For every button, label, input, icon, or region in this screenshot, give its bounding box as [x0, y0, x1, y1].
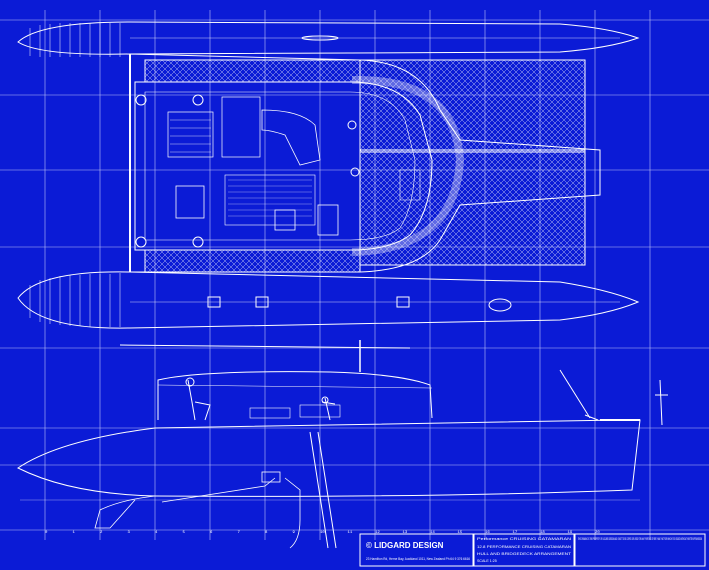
station-label: 20 — [595, 531, 600, 535]
forward-trampoline — [359, 149, 586, 266]
station-label: 12 — [375, 531, 380, 535]
aft-trampoline — [144, 59, 361, 83]
station-label: 8 — [265, 531, 268, 535]
station-label: 14 — [430, 531, 435, 535]
station-label: 13 — [403, 531, 408, 535]
saloon-cabin — [134, 81, 433, 251]
station-label: 15 — [458, 531, 463, 535]
drawing-title: Performance CRUISING CATAMARAN — [477, 536, 571, 541]
elevation-hull — [17, 419, 641, 497]
station-label: 18 — [540, 531, 545, 535]
station-label: 19 — [568, 531, 573, 535]
station-label: 5 — [183, 531, 186, 535]
station-label: 4 — [155, 531, 158, 535]
plan-bottom-hull — [17, 271, 640, 329]
station-label: 7 — [238, 531, 241, 535]
designer-name: © LIDGARD DESIGN — [366, 541, 444, 550]
copyright-notes: THIS DRAWING IS THE PROPERTY OF LIDGARD … — [578, 537, 702, 541]
station-label: 11 — [348, 531, 353, 535]
plan-top-hull — [17, 21, 640, 55]
station-label: 1 — [73, 531, 76, 535]
station-label: 3 — [128, 531, 131, 535]
title-block: © LIDGARD DESIGN 23 Hamilton Rd, Herne B… — [359, 533, 706, 567]
spec-line-3: SCALE 1:25 — [477, 559, 497, 563]
station-label: 16 — [485, 531, 490, 535]
elevation-cabin — [157, 371, 433, 420]
station-label: 10 — [320, 531, 325, 535]
designer-address: 23 Hamilton Rd, Herne Bay, Auckland 1011… — [366, 557, 470, 561]
station-label: 2 — [100, 531, 103, 535]
station-label: 9 — [293, 531, 296, 535]
plan-view — [17, 21, 640, 329]
station-label: 17 — [513, 531, 518, 535]
station-label: 6 — [210, 531, 213, 535]
spec-line-2: HULL AND BRIDGEDECK ARRANGEMENT — [477, 552, 572, 556]
elevation-view — [17, 340, 668, 549]
spec-line-1: 12.8 PERFORMANCE CRUISING CATAMARAN — [477, 545, 571, 549]
station-label: 0 — [45, 531, 48, 535]
